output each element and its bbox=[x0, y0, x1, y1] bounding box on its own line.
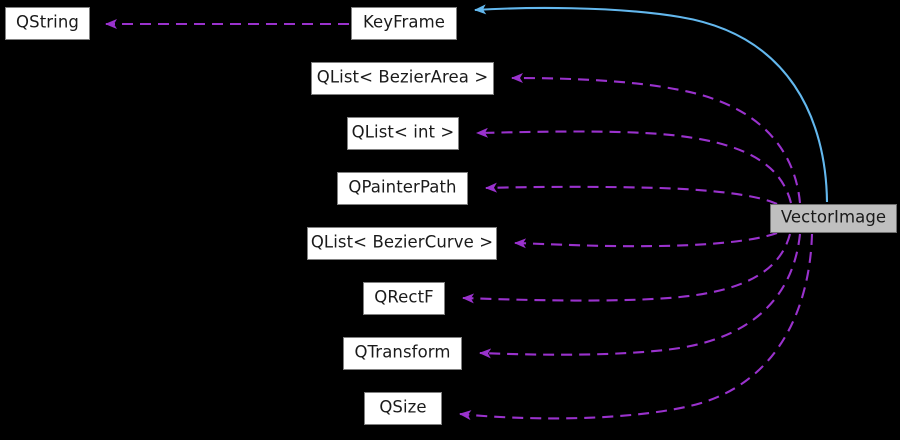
node-qlist-bezierarea[interactable]: QList< BezierArea > bbox=[311, 62, 494, 95]
edge-vectorimage-qtransform bbox=[479, 233, 802, 359]
edge-vectorimage-qlistbezcurve bbox=[514, 232, 778, 249]
node-qstring[interactable]: QString bbox=[5, 7, 90, 40]
node-label: QSize bbox=[379, 397, 427, 417]
node-keyframe[interactable]: KeyFrame bbox=[351, 7, 457, 40]
node-qtransform[interactable]: QTransform bbox=[343, 337, 462, 370]
edge-vectorimage-keyframe bbox=[474, 4, 829, 203]
node-label: QPainterPath bbox=[348, 177, 457, 197]
node-vectorimage[interactable]: VectorImage bbox=[770, 204, 897, 233]
edge-vectorimage-qlistint bbox=[476, 127, 793, 204]
node-qpainterpath[interactable]: QPainterPath bbox=[337, 172, 468, 205]
node-label: VectorImage bbox=[780, 207, 887, 227]
edge-vectorimage-qrectf bbox=[462, 233, 792, 304]
edge-vectorimage-qsize bbox=[459, 233, 814, 421]
edge-vectorimage-qpainterpath bbox=[485, 182, 778, 205]
node-label: QList< int > bbox=[351, 122, 455, 142]
node-label: QRectF bbox=[374, 287, 434, 307]
node-label: QString bbox=[16, 12, 79, 32]
node-qlist-int[interactable]: QList< int > bbox=[347, 117, 459, 150]
node-label: QList< BezierCurve > bbox=[310, 232, 494, 252]
node-qlist-beziercurve[interactable]: QList< BezierCurve > bbox=[307, 227, 497, 260]
edge-vectorimage-qlistbezarea bbox=[511, 73, 802, 204]
node-qsize[interactable]: QSize bbox=[364, 392, 442, 425]
node-label: KeyFrame bbox=[362, 12, 446, 32]
node-label: QTransform bbox=[354, 342, 451, 362]
node-label: QList< BezierArea > bbox=[316, 67, 489, 87]
node-qrectf[interactable]: QRectF bbox=[363, 282, 445, 315]
